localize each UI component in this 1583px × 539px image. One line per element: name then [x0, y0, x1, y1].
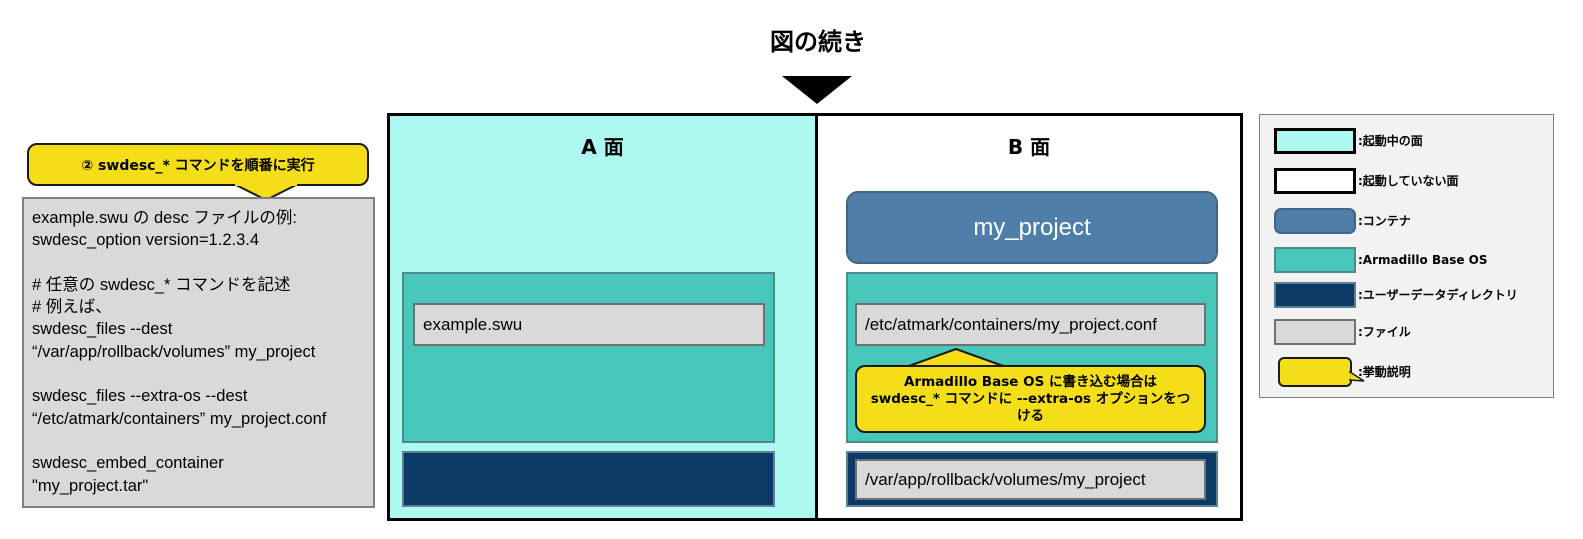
panel-a-file-swu: example.swu	[413, 303, 765, 346]
desc-file-example: example.swu の desc ファイルの例: swdesc_option…	[22, 197, 375, 508]
panel-b-file-conf: /etc/atmark/containers/my_project.conf	[855, 303, 1206, 346]
panel-b-container: my_project	[846, 191, 1218, 264]
down-arrow-icon	[782, 76, 852, 104]
panel-b-label: B 面	[1007, 135, 1051, 159]
legend-label-active-side: :起動中の面	[1358, 134, 1423, 148]
callout-line-3: ける	[1017, 407, 1044, 424]
callout-tail-icon	[1349, 370, 1365, 382]
panel-a-label: A 面	[581, 135, 624, 159]
legend-swatch-inactive-side	[1274, 168, 1356, 194]
diagram-title: 図の続き	[770, 28, 866, 56]
legend-swatch-user-data	[1274, 282, 1356, 308]
panel-b-file-volumes: /var/app/rollback/volumes/my_project	[855, 459, 1206, 500]
legend-label-inactive-side: :起動していない面	[1358, 174, 1459, 188]
legend: :起動中の面 :起動していない面 :コンテナ :Armadillo Base O…	[1259, 114, 1554, 398]
callout-line-1: Armadillo Base OS に書き込む場合は	[904, 373, 1157, 390]
legend-swatch-behavior	[1278, 357, 1352, 387]
panel-a-base-os	[402, 272, 775, 443]
legend-swatch-file	[1274, 319, 1356, 345]
legend-label-user-data: :ユーザーデータディレクトリ	[1358, 288, 1518, 302]
callout-tail-icon	[234, 184, 298, 201]
legend-label-container: :コンテナ	[1358, 214, 1411, 228]
legend-swatch-container	[1274, 208, 1356, 234]
step-callout: ② swdesc_* コマンドを順番に実行	[27, 143, 369, 186]
extra-os-callout: Armadillo Base OS に書き込む場合は swdesc_* コマンド…	[855, 365, 1206, 433]
legend-swatch-base-os	[1274, 247, 1356, 273]
panel-a-user-data-dir	[402, 451, 775, 507]
legend-label-file: :ファイル	[1358, 325, 1411, 339]
callout-line-2: swdesc_* コマンドに --extra-os オプションをつ	[870, 390, 1191, 407]
legend-swatch-active-side	[1274, 128, 1356, 154]
legend-label-base-os: :Armadillo Base OS	[1358, 253, 1488, 267]
legend-label-behavior: :挙動説明	[1358, 365, 1411, 379]
